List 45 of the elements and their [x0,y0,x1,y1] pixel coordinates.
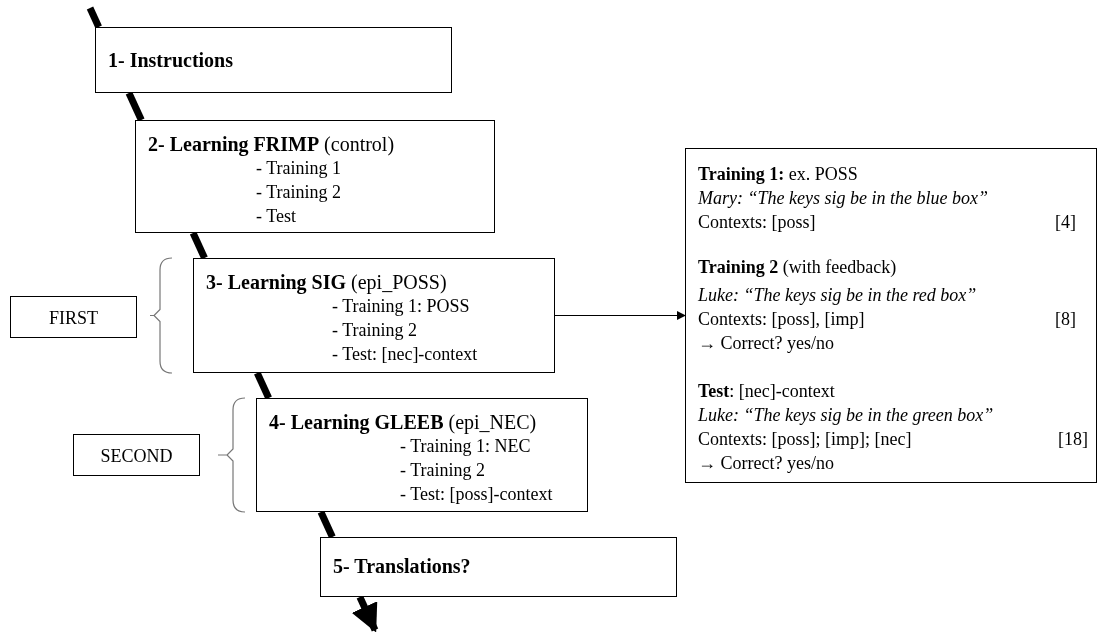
step-text: - Test [256,205,296,227]
step-text: Training 1: ex. POSS [698,163,858,185]
step-text: - Training 2 [400,459,486,481]
step-box [193,258,555,373]
phase-box [73,434,200,476]
step-text: - Training 2 [332,319,418,341]
step-box [320,537,677,597]
step-heading: 5- Translations? [333,555,471,577]
step-text: Training 2 (with feedback) [698,256,897,278]
flow-line [351,595,379,632]
arrow [554,311,686,320]
detail-box [685,148,1097,483]
step-text: - Test: [nec]-context [332,343,478,365]
step-text: Luke: “The keys sig be in the green box” [698,404,994,426]
phase-box [10,296,137,338]
step-text: FIRST [48,307,99,329]
step-text: - Test: [poss]-context [400,483,553,505]
flow-line [125,91,145,122]
step-heading: 2- Learning FRIMP (control) [148,133,395,155]
step-text: Test: [nec]-context [698,380,835,402]
step-text: - Training 2 [256,181,342,203]
step-text: - Training 1: NEC [400,435,531,457]
step-heading: 4- Learning GLEEB (epi_NEC) [269,411,537,433]
count-label: [8] [1055,308,1076,330]
step-box [95,27,452,93]
step-text: - Training 1 [256,157,342,179]
flow-line [189,231,208,260]
count-label: [4] [1055,211,1076,233]
step-text: → Correct? yes/no [698,332,834,354]
step-heading: 3- Learning SIG (epi_POSS) [206,271,447,293]
count-label: [18] [1058,428,1088,450]
step-text: → Correct? yes/no [698,452,834,474]
step-text: Mary: “The keys sig be in the blue box” [698,187,988,209]
flow-line [86,6,102,29]
flow-line [254,371,272,400]
step-box [256,398,588,512]
step-heading: 1- Instructions [108,49,233,71]
step-text: Contexts: [poss] [698,211,816,233]
step-text: Contexts: [poss], [imp] [698,308,865,330]
step-text: Contexts: [poss]; [imp]; [nec] [698,428,912,450]
step-text: - Training 1: POSS [332,295,470,317]
step-text: SECOND [99,445,174,467]
step-text: Luke: “The keys sig be in the red box” [698,284,977,306]
flow-line [317,510,336,539]
step-box [135,120,495,233]
